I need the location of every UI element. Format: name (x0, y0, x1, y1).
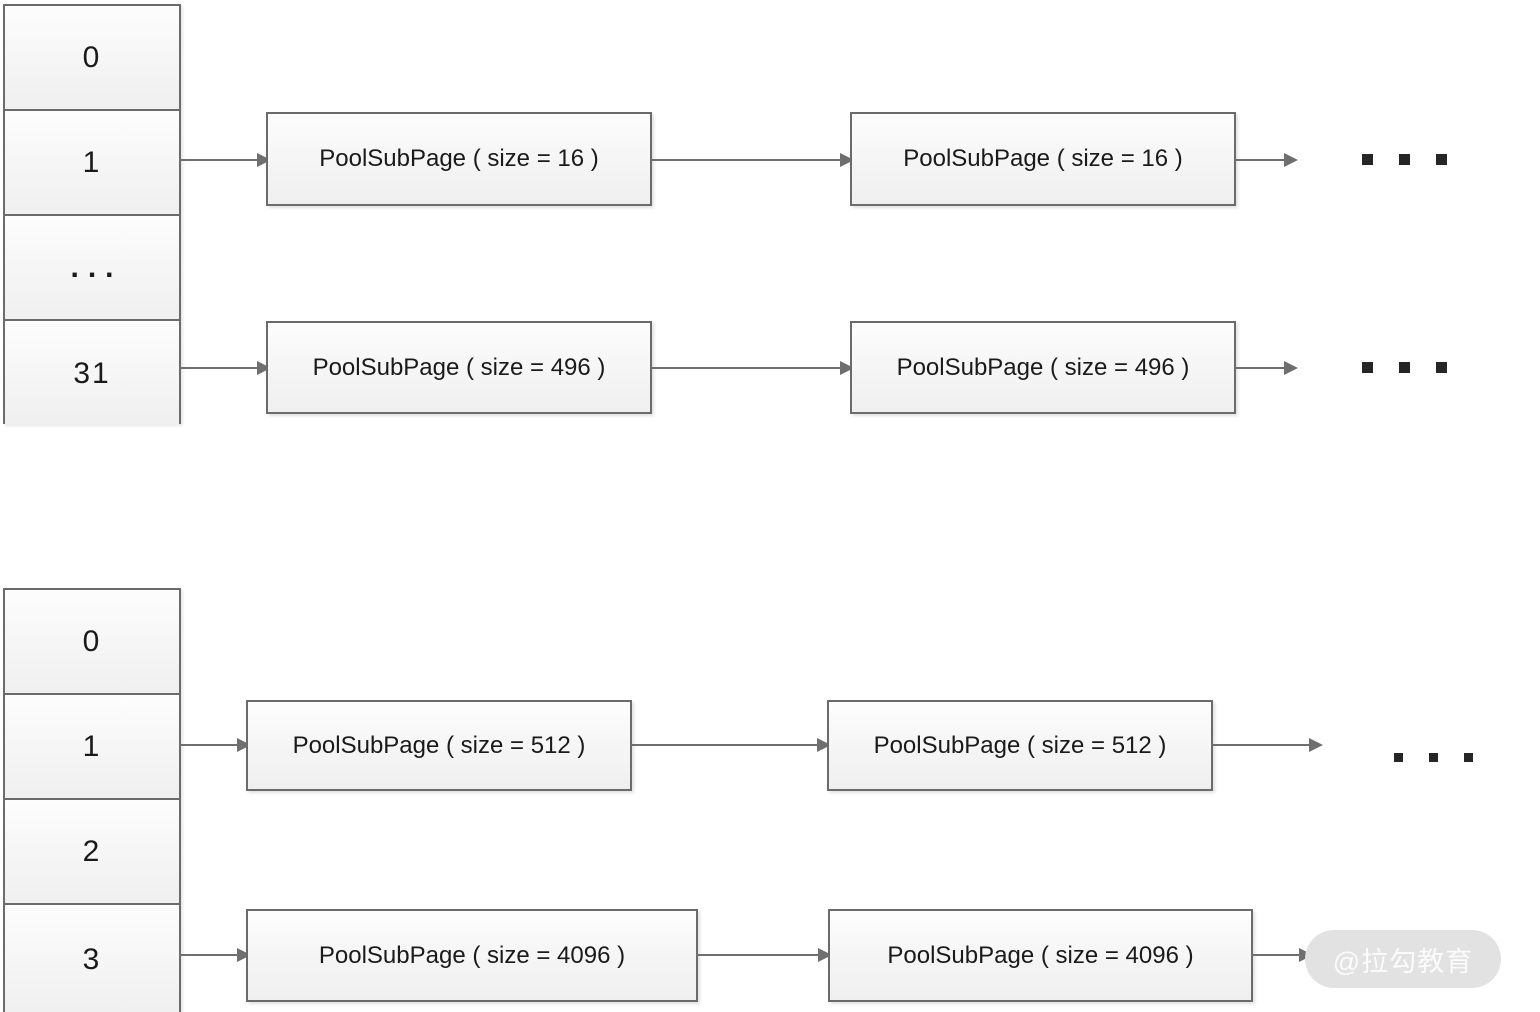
connector-arrow (179, 948, 251, 962)
connector-arrow (179, 361, 271, 375)
connector-arrow (1234, 153, 1298, 167)
ellipsis-dot (1362, 154, 1373, 165)
index-cell[interactable]: 0 (5, 6, 179, 111)
node-box-poolsubpage[interactable]: PoolSubPage ( size = 16 ) (850, 112, 1236, 206)
node-box-poolsubpage[interactable]: PoolSubPage ( size = 496 ) (850, 321, 1236, 414)
connector-arrow (179, 738, 251, 752)
index-cell[interactable]: 3 (5, 905, 179, 1012)
connector-arrow (179, 153, 271, 167)
index-table-small-subpage-pools: 0 1 2 3 (3, 588, 181, 1012)
connector-arrow (650, 361, 854, 375)
index-cell[interactable]: 1 (5, 695, 179, 800)
index-cell: ... (5, 216, 179, 321)
node-box-poolsubpage[interactable]: PoolSubPage ( size = 512 ) (827, 700, 1213, 791)
node-label: PoolSubPage ( size = 4096 ) (318, 941, 626, 969)
node-label: PoolSubPage ( size = 496 ) (896, 353, 1190, 381)
connector-arrow (696, 948, 832, 962)
ellipsis-dot (1394, 753, 1403, 762)
connector-arrow (1211, 738, 1323, 752)
index-cell[interactable]: 2 (5, 800, 179, 905)
node-label: PoolSubPage ( size = 512 ) (873, 731, 1167, 759)
ellipsis-dot (1399, 362, 1410, 373)
ellipsis-dot (1362, 362, 1373, 373)
chain-continuation-ellipsis (1394, 753, 1473, 762)
node-label: PoolSubPage ( size = 16 ) (903, 145, 1183, 172)
watermark-badge: @拉勾教育 (1305, 930, 1501, 988)
connector-arrow (1234, 361, 1298, 375)
node-label: PoolSubPage ( size = 4096 ) (887, 941, 1194, 969)
watermark-label: @拉勾教育 (1332, 946, 1474, 977)
node-box-poolsubpage[interactable]: PoolSubPage ( size = 16 ) (266, 112, 652, 206)
connector-arrow (1251, 948, 1313, 962)
node-box-poolsubpage[interactable]: PoolSubPage ( size = 512 ) (246, 700, 632, 791)
connector-arrow (650, 153, 854, 167)
node-label: PoolSubPage ( size = 16 ) (319, 145, 599, 172)
node-box-poolsubpage[interactable]: PoolSubPage ( size = 496 ) (266, 321, 652, 414)
index-cell[interactable]: 1 (5, 111, 179, 216)
index-table-tiny-subpage-pools: 0 1 ... 31 (3, 4, 181, 426)
ellipsis-dot (1399, 154, 1410, 165)
node-box-poolsubpage[interactable]: PoolSubPage ( size = 4096 ) (246, 909, 698, 1002)
node-label: PoolSubPage ( size = 496 ) (312, 353, 606, 381)
node-label: PoolSubPage ( size = 512 ) (292, 731, 586, 759)
ellipsis-dot (1436, 154, 1447, 165)
index-cell[interactable]: 31 (5, 321, 179, 426)
chain-continuation-ellipsis (1362, 154, 1447, 165)
connector-arrow (630, 738, 831, 752)
chain-continuation-ellipsis (1362, 362, 1447, 373)
ellipsis-dot (1464, 753, 1473, 762)
ellipsis-dot (1436, 362, 1447, 373)
index-cell[interactable]: 0 (5, 590, 179, 695)
node-box-poolsubpage[interactable]: PoolSubPage ( size = 4096 ) (828, 909, 1253, 1002)
ellipsis-dot (1429, 753, 1438, 762)
